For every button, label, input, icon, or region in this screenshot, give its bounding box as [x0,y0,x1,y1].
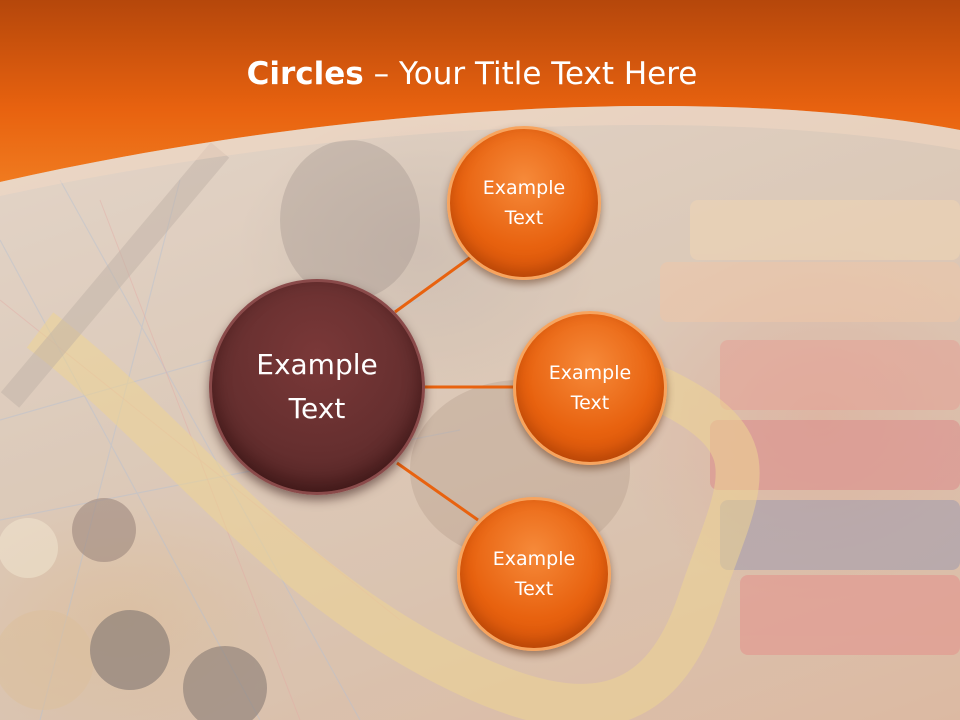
node-circle-middle[interactable]: Example Text [513,311,667,465]
title-banner [0,0,960,196]
title-rest: – Your Title Text Here [363,56,698,92]
node-circle-top[interactable]: Example Text [447,126,601,280]
node-circle-label: Example Text [492,548,576,600]
slide-title[interactable]: Circles – Your Title Text Here [0,52,944,96]
center-circle[interactable]: Example Text [209,279,425,495]
node-circle-bottom[interactable]: Example Text [457,497,611,651]
node-circle-label: Example Text [482,177,566,229]
center-circle-label: Example Text [256,348,378,425]
connector-bottom [396,461,479,522]
connector-top [394,252,476,314]
title-bold: Circles [246,56,364,92]
node-circle-label: Example Text [548,362,632,414]
